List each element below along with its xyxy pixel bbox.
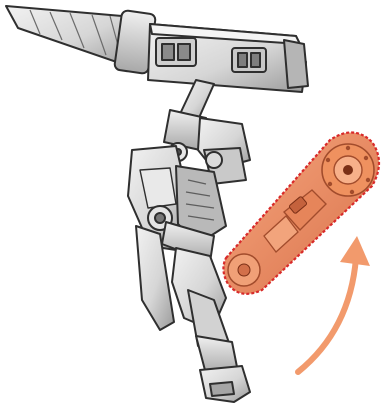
- curved-arrow-icon: [298, 236, 370, 372]
- drill-arm-icon: [6, 6, 308, 92]
- mech-leg-icon: [128, 80, 250, 402]
